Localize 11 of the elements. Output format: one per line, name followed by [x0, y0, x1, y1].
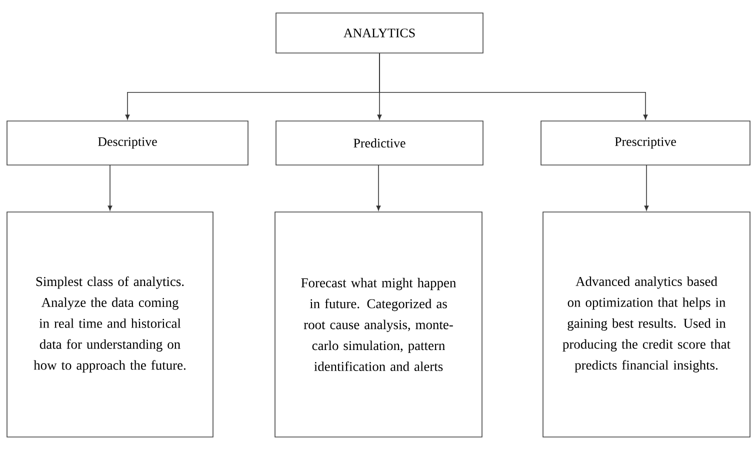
category-box: Descriptive — [6, 120, 248, 166]
title-box: ANALYTICS — [276, 12, 484, 54]
arrow — [379, 53, 648, 120]
arrow — [108, 164, 112, 210]
arrow — [376, 164, 381, 210]
description-box: Advanced analytics based on optimization that helps in gaining best results. Used in producing the credit score that predicts financial insights. — [542, 212, 750, 438]
description-box: Forecast what might happen in future. Categorized as root cause analysis, monte-carlo simulation, pattern identification and alerts — [274, 212, 482, 438]
category-box: Prescriptive — [540, 120, 750, 166]
arrow — [644, 164, 649, 210]
description-box: Simplest class of analytics. Analyze the data coming in real time and historical data for understanding on how to approach the future. — [6, 212, 214, 438]
category-box: Predictive — [276, 120, 484, 166]
